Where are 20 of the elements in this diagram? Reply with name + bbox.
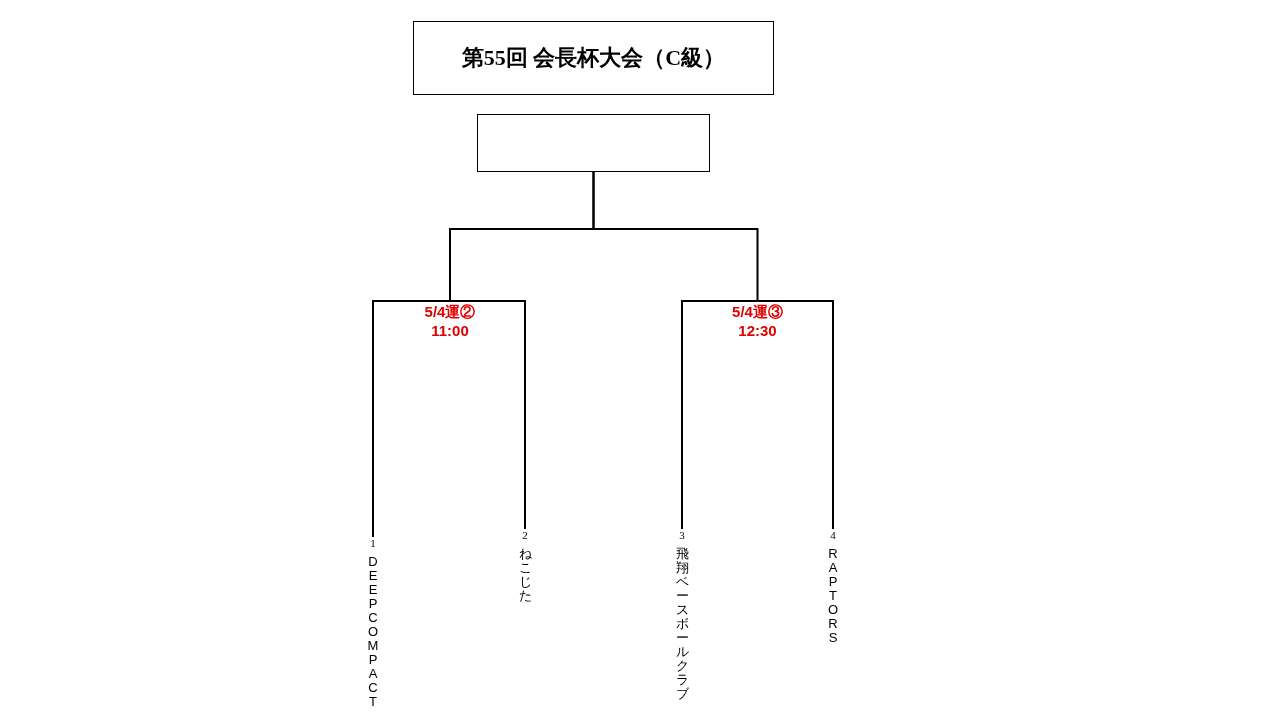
bracket-line [681,300,759,530]
match-date: 5/4運③ [732,302,783,321]
seed-number: 4 [830,529,836,541]
team-name: RAPTORS [826,547,840,645]
bracket-line [449,300,526,530]
match-time: 12:30 [738,321,777,340]
team-name: ねこじた [518,547,532,603]
match-date: 5/4運② [424,302,476,321]
match-time: 11:00 [431,321,469,340]
bracket-line [372,300,451,538]
title-box [413,21,774,95]
seed-number: 2 [522,529,528,541]
team-name: 飛翔ベースボールクラブ [675,547,689,701]
seed-number: 3 [679,529,685,541]
seed-number: 1 [370,537,376,549]
bracket-line [592,171,759,302]
title-text: 第55回 会長杯大会（C級） [461,44,726,72]
team-name: DEEP COMPACT [366,555,380,709]
winner-box [477,114,710,172]
bracket-line [756,300,834,530]
